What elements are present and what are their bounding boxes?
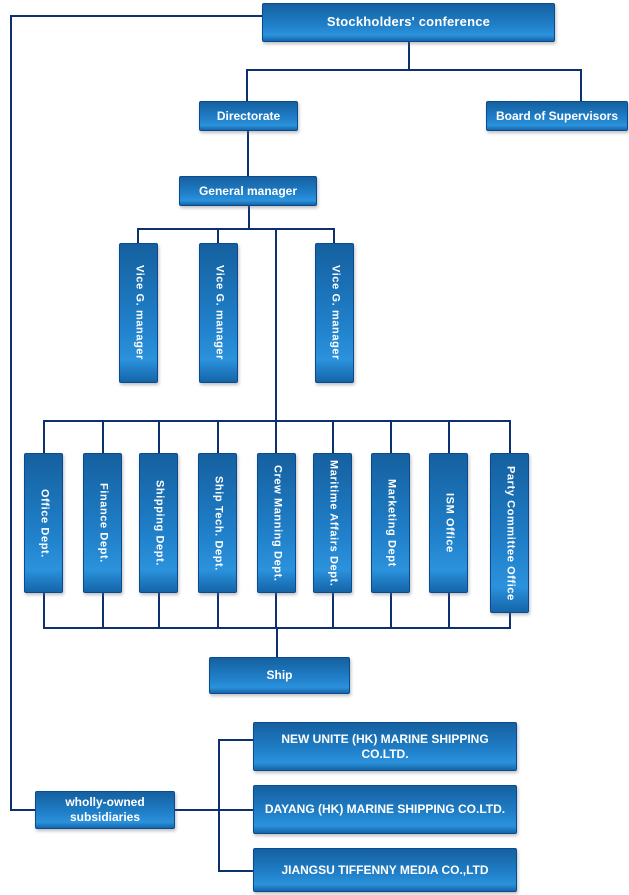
connector-line (175, 809, 255, 811)
node-vice-manager-1: Vice G. manager (119, 243, 158, 383)
node-label: NEW UNITE (HK) MARINE SHIPPING CO.LTD. (281, 731, 489, 761)
connector-line (43, 593, 45, 629)
node-general-manager: General manager (179, 176, 317, 206)
node-dept-maritime-affairs: Maritime Affairs Dept. (313, 453, 352, 593)
node-label: Board of Supervisors (495, 108, 619, 123)
connector-line (217, 593, 219, 629)
node-label: General manager (198, 183, 298, 198)
node-dept-office: Office Dept. (24, 453, 63, 593)
connector-line (218, 870, 254, 872)
connector-line (10, 15, 263, 17)
node-label: Party Committee Office (504, 465, 517, 601)
connector-line (390, 593, 392, 629)
connector-line (276, 627, 278, 657)
connector-line (102, 420, 104, 454)
connector-line (218, 739, 220, 872)
connector-line (218, 739, 254, 741)
node-subsidiary-new-unite: NEW UNITE (HK) MARINE SHIPPING CO.LTD. (253, 722, 517, 771)
connector-line (448, 420, 450, 454)
connector-line (10, 809, 36, 811)
connector-line (248, 205, 250, 230)
node-label: Ship (266, 668, 293, 682)
node-party-committee-office: Party Committee Office (490, 453, 529, 613)
connector-line (332, 420, 334, 454)
connector-line (509, 420, 511, 454)
connector-line (43, 420, 45, 454)
connector-line (137, 228, 139, 244)
node-dept-shipping: Shipping Dept. (139, 453, 178, 593)
node-label: Finance Dept. (97, 483, 110, 563)
node-wholly-owned-subsidiaries: wholly-owned subsidiaries (35, 791, 175, 829)
node-dept-marketing: Marketing Dept (371, 453, 410, 593)
connector-line (102, 593, 104, 629)
node-board-of-supervisors: Board of Supervisors (486, 101, 628, 131)
connector-line (217, 228, 219, 244)
connector-line (333, 228, 335, 244)
node-label: Office Dept. (38, 488, 51, 558)
connector-line (247, 130, 249, 176)
connector-line (332, 593, 334, 629)
connector-line (158, 420, 160, 454)
connector-line (580, 69, 582, 102)
node-label: Vice G. manager (329, 265, 342, 361)
connector-line (158, 593, 160, 629)
node-dept-crew-manning: Crew Manning Dept. (257, 453, 296, 593)
connector-line (246, 69, 582, 71)
connector-line (137, 228, 335, 230)
node-label: Ship Tech. Dept. (212, 475, 225, 571)
node-directorate: Directorate (199, 101, 298, 131)
node-label: ISM Office (443, 493, 456, 553)
node-label: JIANGSU TIFFENNY MEDIA CO.,LTD (281, 862, 489, 877)
node-dept-finance: Finance Dept. (83, 453, 122, 593)
node-label: wholly-owned subsidiaries (65, 795, 145, 824)
node-label: Maritime Affairs Dept. (327, 459, 340, 587)
node-ism-office: ISM Office (429, 453, 468, 593)
node-label: Shipping Dept. (153, 479, 166, 566)
node-label: Vice G. manager (213, 265, 226, 361)
connector-line (408, 42, 410, 70)
connector-line (10, 15, 12, 811)
node-label: Vice G. manager (133, 265, 146, 361)
connector-line (246, 69, 248, 102)
node-ship: Ship (209, 657, 350, 694)
node-label: DAYANG (HK) MARINE SHIPPING CO.LTD. (264, 802, 506, 816)
connector-line (390, 420, 392, 454)
node-dept-ship-tech: Ship Tech. Dept. (198, 453, 237, 593)
node-label: Crew Manning Dept. (271, 464, 284, 582)
node-label: Stockholders' conference (326, 14, 491, 30)
connector-line (509, 613, 511, 629)
connector-line (217, 420, 219, 454)
node-vice-manager-3: Vice G. manager (315, 243, 354, 383)
connector-line (448, 593, 450, 629)
connector-line (275, 228, 277, 454)
node-vice-manager-2: Vice G. manager (199, 243, 238, 383)
node-label: Directorate (216, 108, 281, 123)
node-subsidiary-jiangsu-tiffenny: JIANGSU TIFFENNY MEDIA CO.,LTD (253, 848, 517, 892)
connector-line (43, 420, 511, 422)
node-stockholders-conference: Stockholders' conference (262, 3, 555, 42)
node-label: Marketing Dept (385, 479, 398, 567)
connector-line (275, 593, 277, 629)
node-subsidiary-dayang: DAYANG (HK) MARINE SHIPPING CO.LTD. (253, 785, 517, 834)
